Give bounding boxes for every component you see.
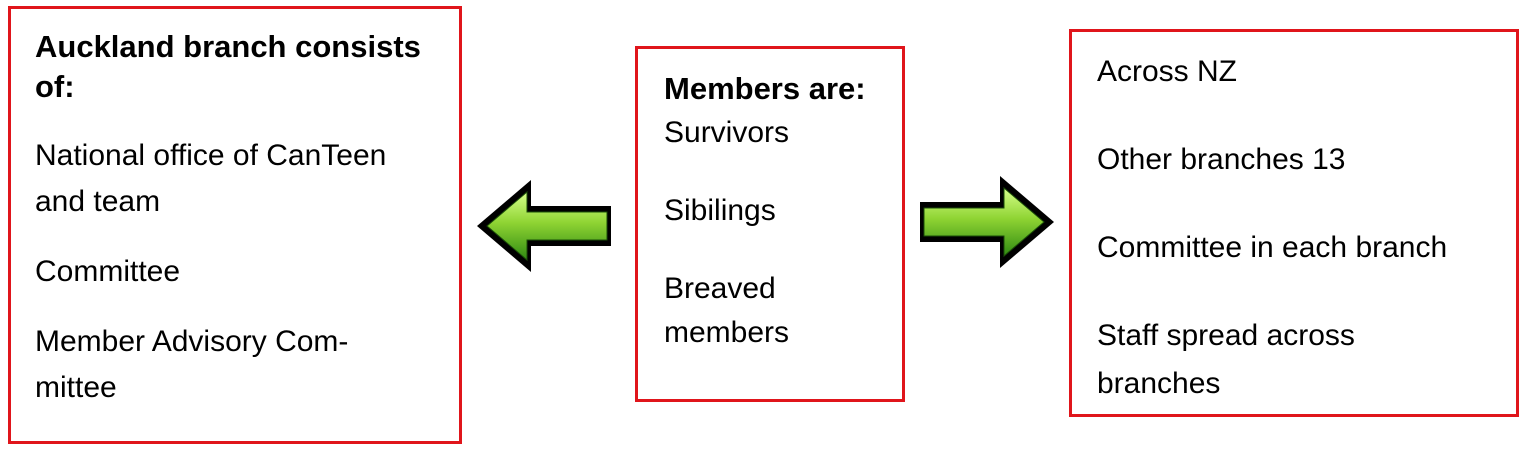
across-nz-item: Committee in each branch xyxy=(1097,231,1448,264)
auckland-branch-list: National office of CanTeen and team Comm… xyxy=(35,133,459,411)
arrow-right-icon xyxy=(920,176,1054,268)
members-heading: Members are: xyxy=(664,71,866,106)
auckland-branch-box: Auckland branch consists of: National of… xyxy=(8,6,462,444)
members-item: Sibilings xyxy=(664,194,776,227)
auckland-branch-item: Committee xyxy=(35,255,181,288)
across-nz-item: Other branches 13 xyxy=(1097,143,1346,176)
across-nz-item: Staff spread across branches xyxy=(1097,319,1355,400)
members-list: Survivors Sibilings Breaved members xyxy=(664,111,902,355)
members-item: Survivors xyxy=(664,116,790,149)
across-nz-list: Across NZ Other branches 13 Committee in… xyxy=(1097,48,1516,408)
members-item: Breaved members xyxy=(664,272,790,349)
arrow-left-icon xyxy=(477,180,611,272)
members-box: Members are: Survivors Sibilings Breaved… xyxy=(635,46,905,402)
auckland-branch-heading: Auckland branch consists of: xyxy=(35,29,421,104)
across-nz-box: Across NZ Other branches 13 Committee in… xyxy=(1069,29,1519,417)
across-nz-item: Across NZ xyxy=(1097,55,1238,88)
auckland-branch-item: National office of CanTeen and team xyxy=(35,139,387,218)
auckland-branch-item: Member Advisory Com-mittee xyxy=(35,325,349,404)
